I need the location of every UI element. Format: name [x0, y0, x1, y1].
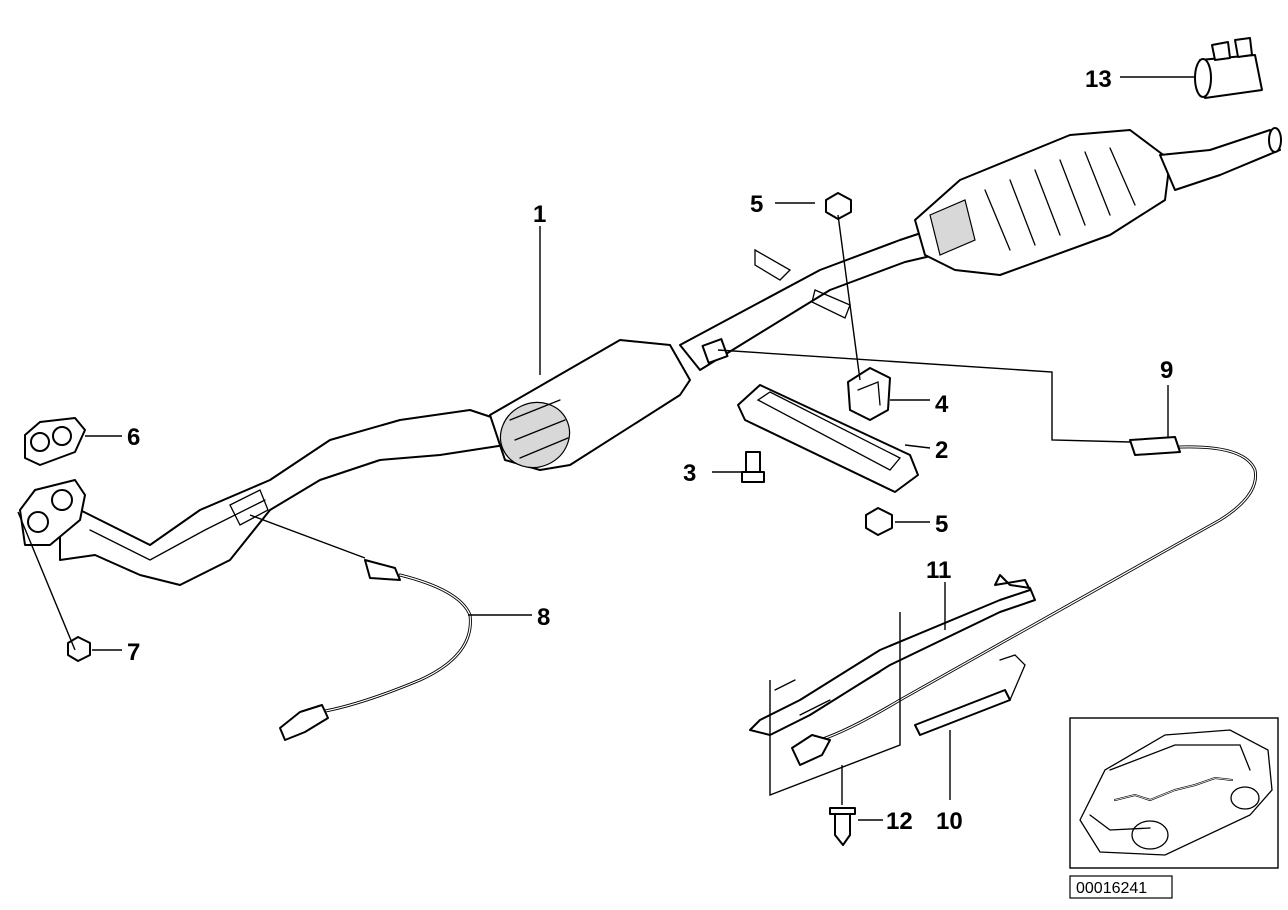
car-thumbnail	[1069, 717, 1279, 869]
callout-2: 2	[935, 437, 948, 464]
callout-12: 12	[886, 808, 913, 835]
nut-part-7[interactable]	[67, 636, 91, 662]
bolt-part-3[interactable]	[741, 451, 765, 483]
reference-number-box: 00016241	[1069, 875, 1173, 899]
screw-part-12[interactable]	[829, 807, 856, 846]
manifold-flange	[19, 479, 86, 546]
callout-1: 1	[533, 201, 546, 228]
clamp-part-13[interactable]	[1194, 37, 1263, 99]
bracket-part-11[interactable]	[749, 574, 1036, 736]
exhaust-pipe-assembly[interactable]	[59, 127, 1282, 586]
leader-lines	[17, 76, 1195, 821]
callout-13: 13	[1085, 66, 1112, 93]
nut-part-5-top[interactable]	[825, 192, 852, 220]
oxygen-sensor-part-9[interactable]	[791, 436, 1258, 766]
callout-9: 9	[1160, 357, 1173, 384]
rubber-mount-part-4[interactable]	[847, 367, 891, 421]
callout-10: 10	[936, 808, 963, 835]
gasket-part[interactable]	[24, 417, 86, 466]
callout-5-top: 5	[750, 191, 763, 218]
nut-part-5-bottom[interactable]	[865, 507, 893, 536]
callout-7: 7	[127, 639, 140, 666]
car-outline-icon	[1079, 729, 1273, 856]
callout-3: 3	[683, 460, 696, 487]
reference-number: 00016241	[1076, 880, 1147, 897]
heat-shield-part-2[interactable]	[737, 384, 919, 493]
callout-11: 11	[926, 557, 951, 584]
callout-4: 4	[935, 391, 949, 418]
callout-6: 6	[127, 424, 140, 451]
oxygen-sensor-part-8[interactable]	[279, 559, 472, 741]
wear-sensor-part-10[interactable]	[914, 654, 1026, 736]
callout-8: 8	[537, 604, 550, 631]
callout-5-bottom: 5	[935, 511, 948, 538]
